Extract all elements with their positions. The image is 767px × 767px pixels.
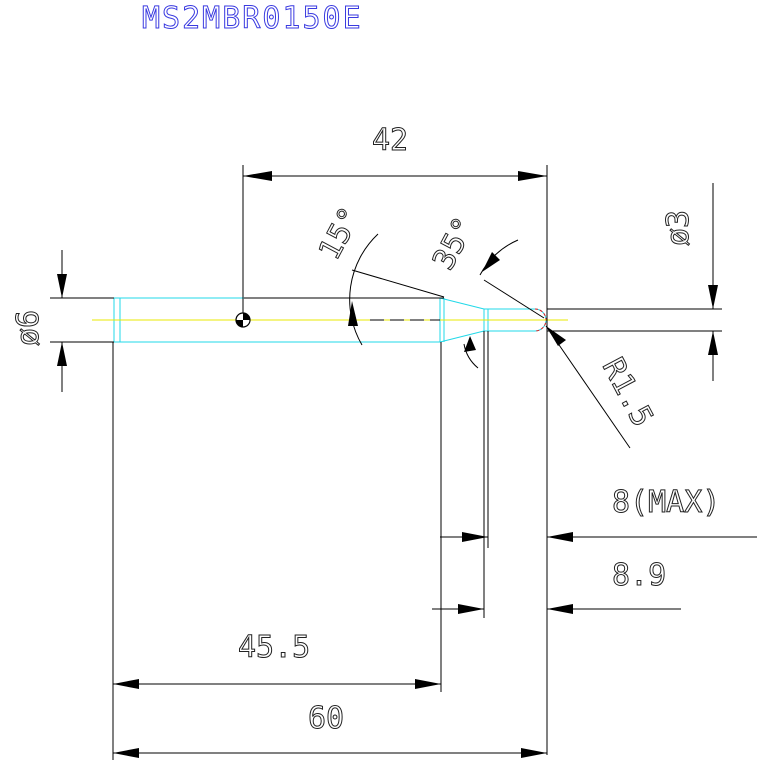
dim-radius-label: R1.5 (595, 352, 660, 432)
dim-60 (113, 748, 547, 758)
dim-45-5-label: 45.5 (238, 630, 310, 665)
dim-42 (242, 165, 548, 755)
dim-15-angle (348, 233, 445, 346)
dim-35-label: 35° (426, 211, 482, 275)
part-number-title: MS2MBR0150E (142, 1, 363, 36)
dim-60-label: 60 (308, 701, 344, 736)
dim-dia6-label: ø6 (11, 310, 46, 346)
dim-dia3 (547, 183, 722, 381)
dim-dia6 (50, 250, 114, 392)
dim-radius (545, 325, 631, 449)
dim-8-9-label: 8.9 (612, 558, 666, 593)
dim-15-label: 15° (312, 201, 368, 265)
center-mark (235, 312, 251, 328)
dim-8-9 (432, 331, 681, 618)
dim-dia3-label: ø3 (661, 210, 696, 246)
dim-35-angle (463, 239, 545, 369)
dim-8max-label: 8(MAX) (612, 485, 720, 520)
dim-8max (440, 331, 757, 548)
dim-42-label: 42 (372, 123, 408, 158)
dim-45-5 (112, 342, 442, 760)
